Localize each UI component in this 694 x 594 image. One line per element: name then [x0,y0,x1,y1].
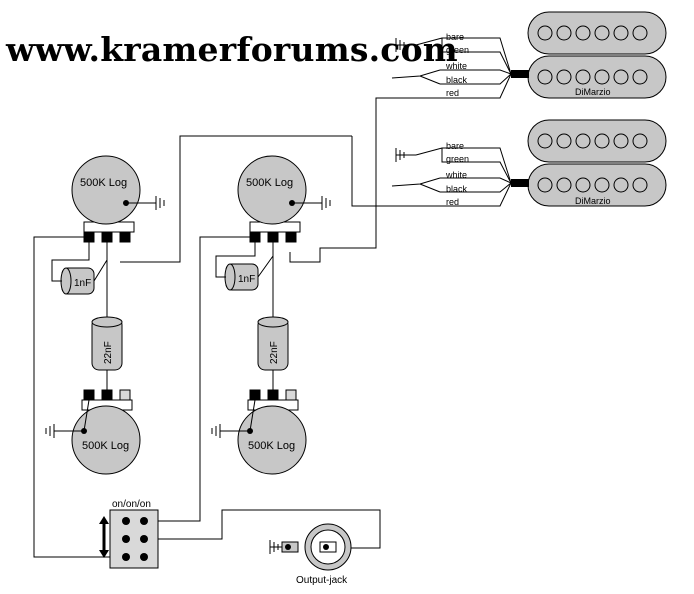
tone-pot-2-label: 500K Log [248,440,295,452]
output-jack-label: Output-jack [296,575,348,586]
pickup-1-brand: DiMarzio [575,87,611,97]
pickup-2: DiMarzio bare green white black red [391,119,667,207]
volume-pot-2-ground-icon [292,196,331,210]
pickup-2-wire-green: green [446,154,469,164]
tone-pot-1-label: 500K Log [82,440,129,452]
pickup-2-wire-bare: bare [446,141,464,151]
pickup-1-wire-black: black [446,75,468,85]
pickup-1-cable [511,70,529,78]
selector-switch: on/on/on [99,499,159,569]
switch-direction-icon [99,516,109,558]
tone-cap-1: 22nF [91,242,123,390]
switch-label: on/on/on [112,499,151,510]
pickup-1-wire-bare: bare [446,32,464,42]
volume-pot-2: 500K Log [237,155,331,243]
pickup-1: DiMarzio bare green white black red [391,11,667,99]
tone-cap-2: 22nF [257,242,289,390]
pickup-2-coil-top [527,119,667,163]
tone-cap-2-label: 22nF [269,341,280,364]
pickup-2-wire-black: black [446,184,468,194]
site-title: www.kramerforums.com [6,30,458,69]
tone-pot-2: 500K Log [211,389,307,475]
output-jack-ground-icon [269,540,282,554]
pickup-1-coil-top [527,11,667,55]
hot-lead-wires [120,97,440,263]
treble-cap-2: 1nF [215,242,274,291]
volume-pot-2-body [237,155,307,225]
volume-pot-1-ground-icon [126,196,165,210]
pickup-2-brand: DiMarzio [575,196,611,206]
volume-pot-1-label: 500K Log [80,177,127,189]
pickup-2-wire-white: white [445,170,467,180]
tone-pot-2-ground-icon [211,424,250,438]
pickup-2-cable [511,179,529,187]
tone-cap-1-label: 22nF [103,341,114,364]
pickup-2-ground-icon [395,148,416,162]
pickup-1-wire-red: red [446,88,459,98]
treble-cap-1: 1nF [51,242,108,295]
pickup-1-ground-icon [395,38,416,52]
pickup-1-wire-green: green [446,45,469,55]
tone-pot-1: 500K Log [45,389,141,475]
tone-pot-1-body [71,405,141,475]
treble-cap-1-label: 1nF [74,278,91,289]
pickup-2-wire-red: red [446,197,459,207]
volume-pot-1: 500K Log [71,155,165,243]
volume-pot-1-body [71,155,141,225]
tone-pot-2-body [237,405,307,475]
tone-pot-1-ground-icon [45,424,84,438]
treble-cap-2-label: 1nF [238,274,255,285]
pickup-1-wire-white: white [445,61,467,71]
output-jack: Output-jack [269,523,352,586]
switch-wires [33,236,381,558]
volume-pot-2-label: 500K Log [246,177,293,189]
